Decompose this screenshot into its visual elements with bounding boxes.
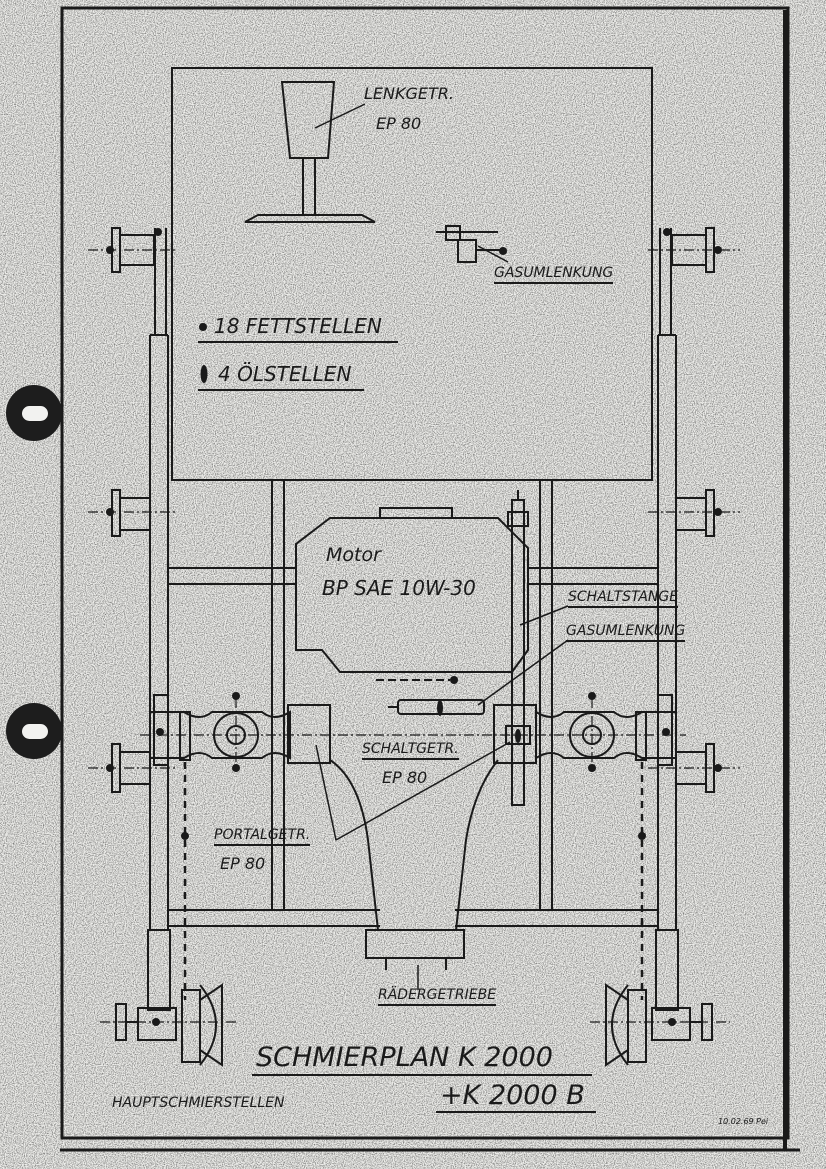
binder-hole-top: [6, 385, 62, 441]
throttle-linkage-top: [436, 225, 506, 263]
label-hauptschmierstellen: HAUPTSCHMIERSTELLEN: [112, 1095, 285, 1111]
label-portalgetriebe-oil: EP 80: [220, 854, 266, 873]
chassis-frame: [147, 228, 679, 1011]
label-gasumlenkung-top: GASUMLENKUNG: [494, 266, 614, 284]
label-fettstellen: 18 FETTSTELLEN: [214, 314, 382, 338]
label-oelstellen: 4 ÖLSTELLEN: [218, 362, 352, 386]
rear-wheel-right: [605, 983, 713, 1067]
outer-frame: [60, 6, 790, 1140]
grease-points: [106, 228, 722, 1026]
label-raedergetriebe: RÄDERGETRIEBE: [378, 988, 497, 1006]
label-schaltstange: SCHALTSTANGE: [568, 590, 679, 608]
label-lenkgetriebe: LENKGETR.: [364, 84, 454, 103]
label-schaltgetriebe: SCHALTGETR.: [362, 742, 459, 760]
gearbox-housing: [329, 759, 499, 970]
steering-gear: [244, 81, 376, 223]
inner-frame: [171, 67, 653, 481]
label-motor-oil: BP SAE 10W-30: [322, 576, 476, 600]
leader-lines: [314, 103, 569, 990]
title-model-b: +K 2000 B: [440, 1080, 585, 1111]
label-gasumlenkung-mid: GASUMLENKUNG: [566, 624, 686, 642]
title-schmierplan: SCHMIERPLAN K 2000: [256, 1042, 553, 1073]
label-schaltgetriebe-oil: EP 80: [382, 768, 428, 787]
signature-date: 10.02.69 Pei: [718, 1117, 769, 1126]
label-portalgetriebe: PORTALGETR.: [214, 828, 311, 846]
rear-wheel-left: [115, 983, 223, 1067]
binder-hole-bottom: [6, 703, 62, 759]
label-motor: Motor: [326, 544, 381, 566]
label-lenkgetriebe-oil: EP 80: [376, 114, 422, 133]
